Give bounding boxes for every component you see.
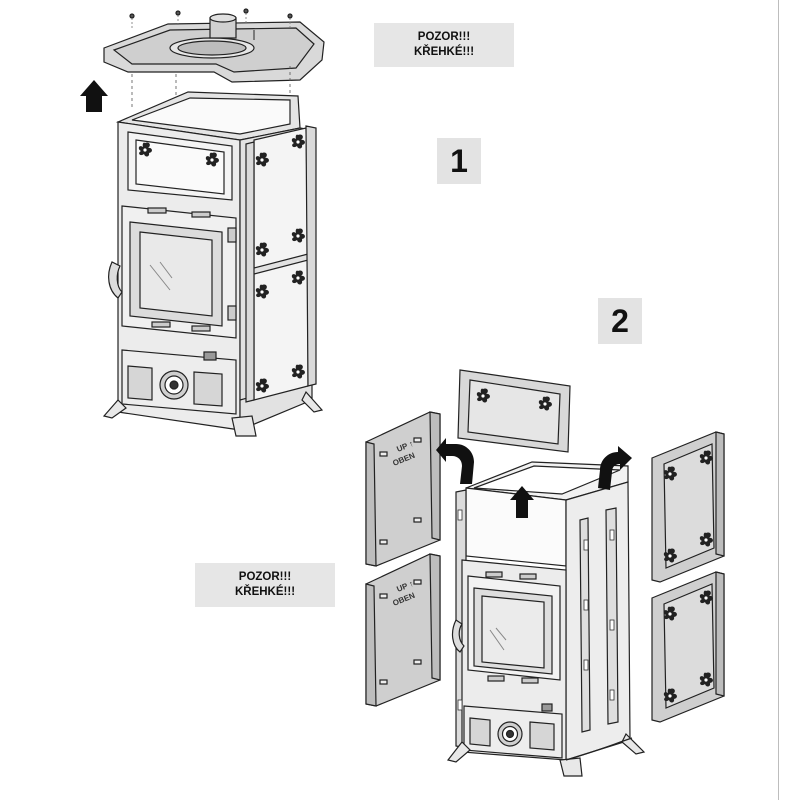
top-plate [103, 8, 325, 83]
stove-step-1 [102, 8, 325, 437]
up-arrow-icon [80, 80, 108, 112]
curved-arrow-icon [598, 446, 632, 490]
up-arrow-icon [510, 486, 534, 518]
left-tile-lower [365, 553, 441, 707]
page-border-line [778, 0, 779, 800]
right-tile-lower [651, 571, 725, 723]
curved-arrow-icon [436, 438, 474, 484]
warning-label-2: POZOR!!! KŘEHKÉ!!! [195, 563, 335, 607]
frame-bracket-marks [457, 509, 615, 711]
warning-line-1: POZOR!!! [417, 31, 471, 43]
warning-label-1: POZOR!!! KŘEHKÉ!!! [374, 23, 514, 67]
warning-line-2: KŘEHKÉ!!! [234, 586, 296, 598]
upper-back-panel [457, 369, 571, 453]
left-side-tiles [365, 411, 441, 707]
stove-step-2 [446, 369, 646, 777]
right-tile-upper [651, 431, 725, 583]
left-tile-upper [365, 411, 441, 567]
right-side-tiles [651, 431, 725, 723]
step-number-2: 2 [598, 298, 642, 344]
warning-line-2: KŘEHKÉ!!! [413, 46, 475, 58]
warning-line-1: POZOR!!! [238, 571, 292, 583]
step-number-1: 1 [437, 138, 481, 184]
